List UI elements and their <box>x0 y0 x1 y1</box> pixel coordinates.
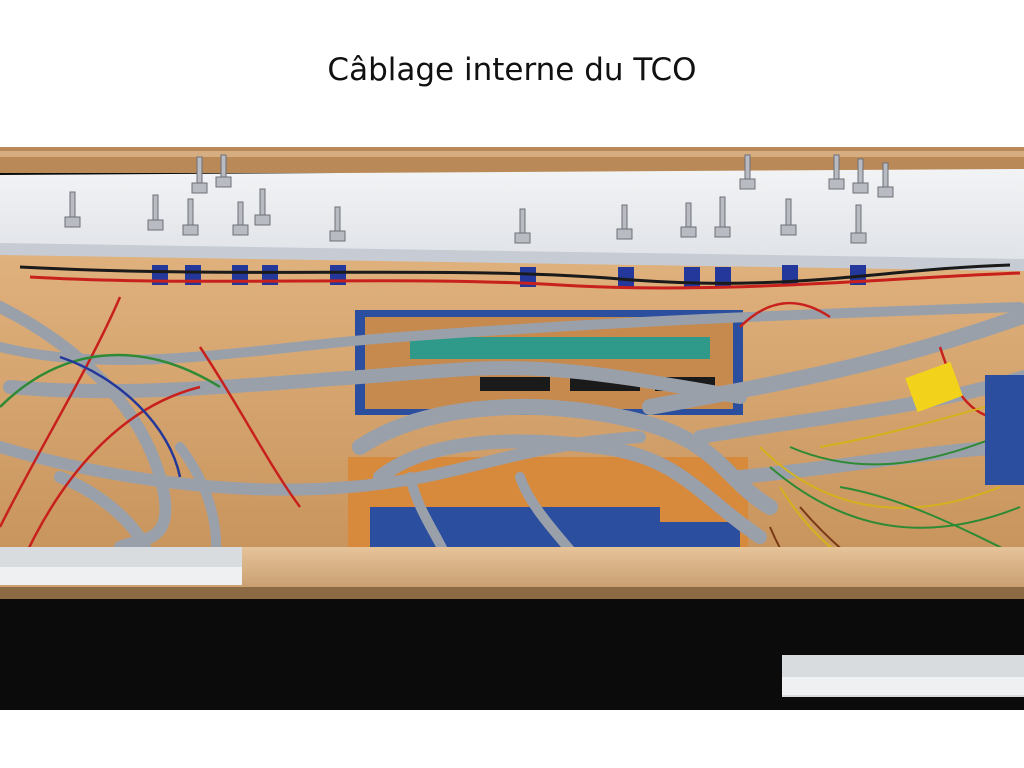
blue-module <box>985 375 1024 485</box>
wiring-photo <box>0 147 1024 710</box>
slide-title: Câblage interne du TCO <box>327 52 697 88</box>
toggle-switches <box>64 154 894 244</box>
terminal-block-right <box>782 655 1024 697</box>
wiring-photo-drawing <box>0 147 1024 710</box>
yellow-tape <box>905 361 963 413</box>
top-frame <box>0 147 1024 173</box>
front-panel <box>0 169 1024 265</box>
terminal-block-left <box>0 547 242 585</box>
